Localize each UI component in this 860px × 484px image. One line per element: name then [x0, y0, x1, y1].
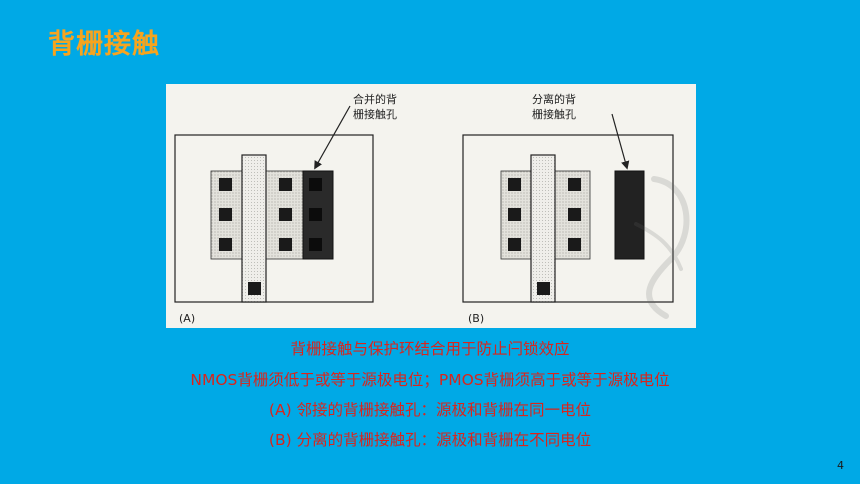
- panel-b-gate-contact: [537, 282, 550, 295]
- page-number: 4: [837, 459, 844, 472]
- panel-a-callout-line1: 合并的背: [353, 92, 397, 106]
- panel-a-drain-contact-1: [279, 178, 292, 191]
- panel-a-label: (A): [179, 312, 195, 325]
- panel-a-callout-arrow: [314, 105, 351, 170]
- panel-b-backgate-contact-strip: [614, 170, 645, 260]
- panel-b-label: (B): [468, 312, 484, 325]
- panel-b-drain-contact-3: [568, 238, 581, 251]
- caption-3: (A) 邻接的背栅接触孔：源极和背栅在同一电位: [268, 401, 592, 419]
- panel-a-backgate-contact-3: [309, 238, 322, 251]
- panel-a-outline: [174, 134, 374, 303]
- layout-figure: 合并的背 栅接触孔 (A) 分离的背 栅接触孔 (B): [166, 84, 696, 328]
- panel-b-outline: [462, 134, 674, 303]
- panel-b-gate: [530, 154, 556, 303]
- panel-b-drain-contact-2: [568, 208, 581, 221]
- panel-a-source-contact-1: [219, 178, 232, 191]
- panel-a-gate: [241, 154, 267, 303]
- layout-diagram: 合并的背 栅接触孔 (A) 分离的背 栅接触孔 (B): [174, 92, 690, 325]
- panel-b-callout-line2: 栅接触孔: [532, 107, 576, 121]
- watermark-mark: [634, 176, 690, 319]
- slide-title: 背栅接触: [48, 29, 160, 60]
- panel-b-source-contact-1: [508, 178, 521, 191]
- panel-a-source-contact-3: [219, 238, 232, 251]
- panel-b-source-contact-2: [508, 208, 521, 221]
- panel-b: 分离的背 栅接触孔 (B): [462, 92, 674, 325]
- caption-4: (B) 分离的背栅接触孔：源极和背栅在不同电位: [268, 431, 592, 449]
- panel-b-source-contact-3: [508, 238, 521, 251]
- panel-a-drain-contact-2: [279, 208, 292, 221]
- panel-a-callout-line2: 栅接触孔: [353, 107, 397, 121]
- caption-2: NMOS背栅须低于或等于源极电位；PMOS背栅须高于或等于源极电位: [190, 371, 670, 389]
- panel-a-gate-contact: [248, 282, 261, 295]
- panel-a-source-contact-2: [219, 208, 232, 221]
- panel-b-callout-line1: 分离的背: [532, 92, 576, 106]
- panel-b-callout-arrow: [611, 113, 630, 170]
- panel-b-drain-contact-1: [568, 178, 581, 191]
- panel-a-backgate-contact-2: [309, 208, 322, 221]
- panel-a: 合并的背 栅接触孔 (A): [174, 92, 397, 325]
- caption-1: 背栅接触与保护环结合用于防止闩锁效应: [290, 340, 570, 358]
- panel-a-backgate-contact-1: [309, 178, 322, 191]
- panel-a-drain-contact-3: [279, 238, 292, 251]
